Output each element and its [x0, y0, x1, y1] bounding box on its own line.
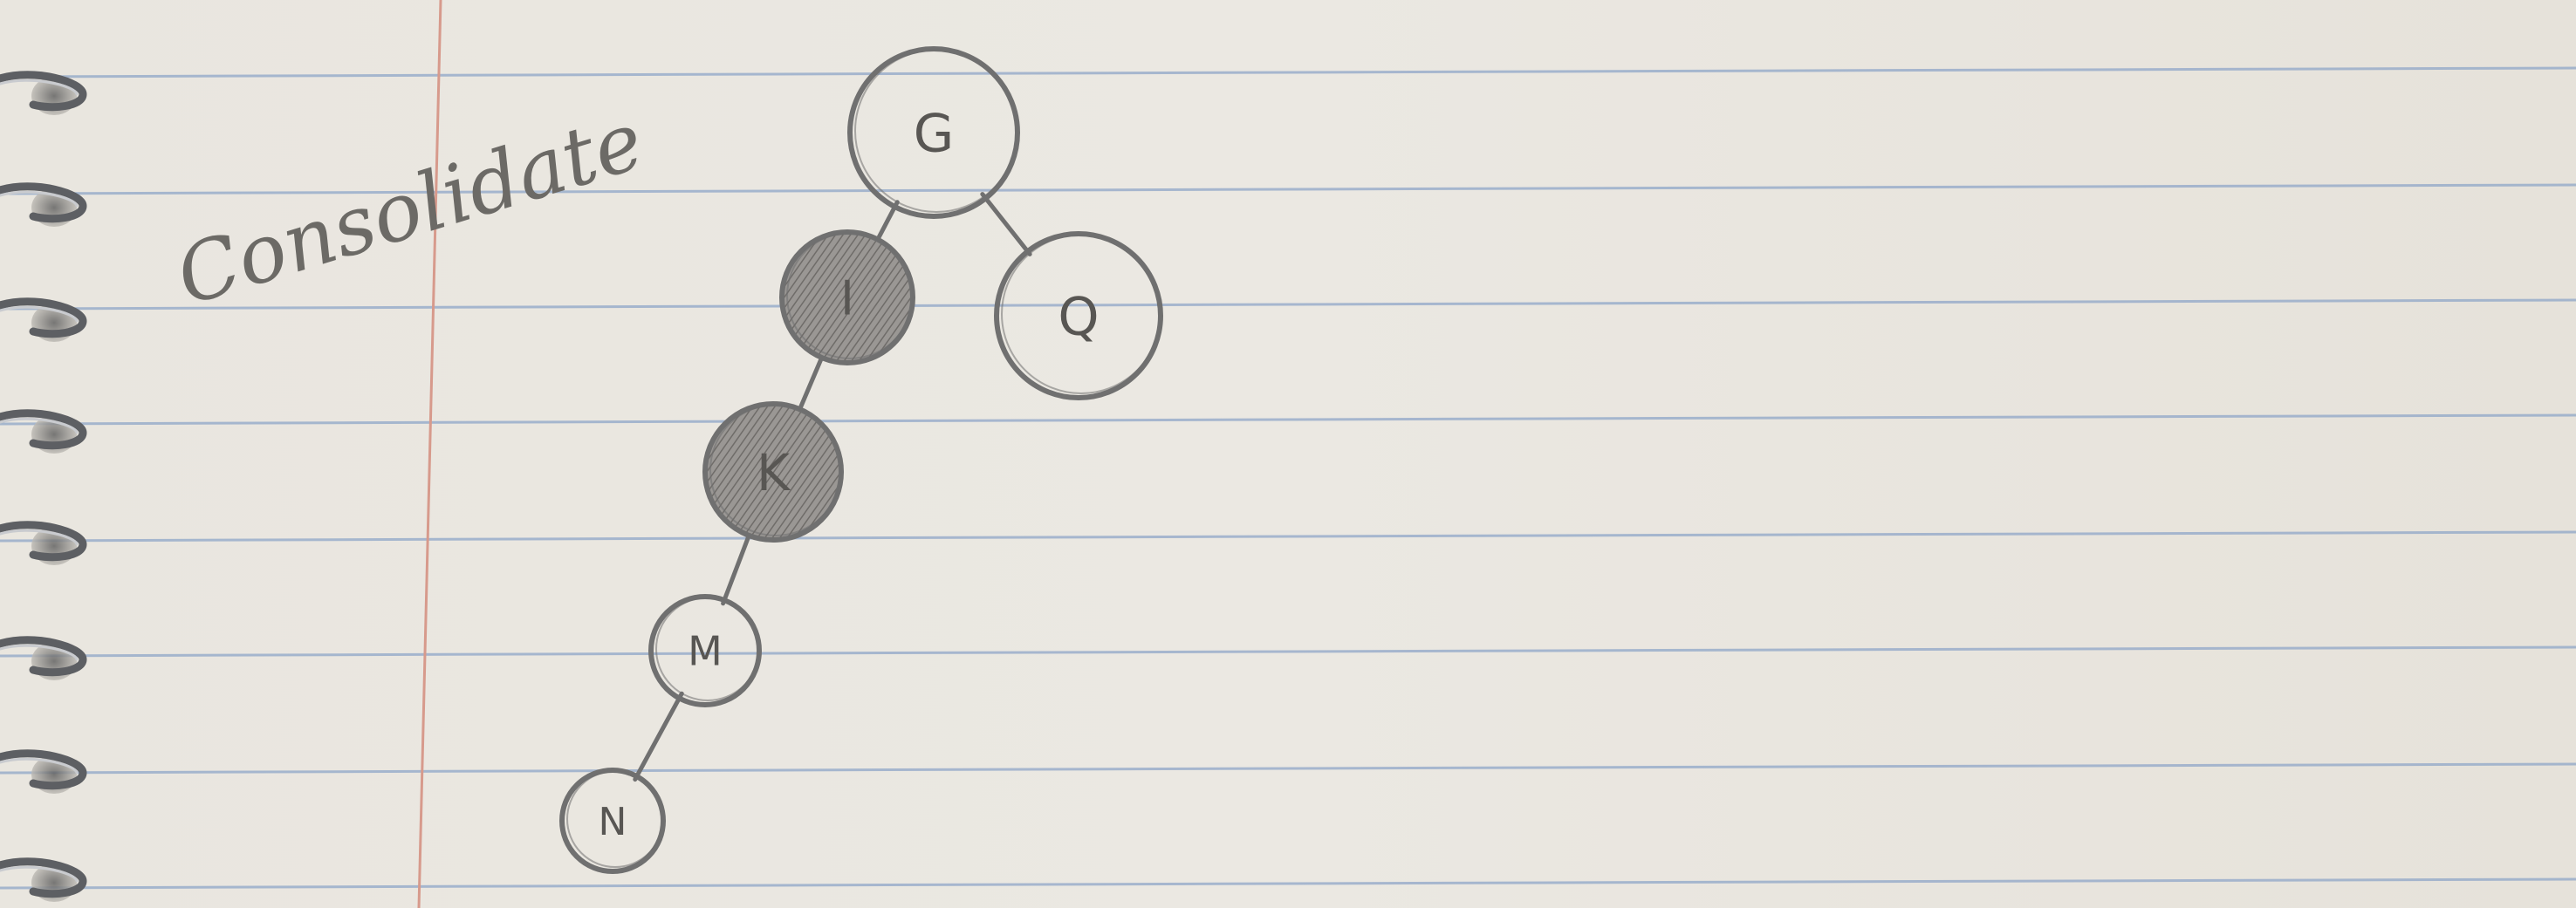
tree-node-label: N — [599, 800, 627, 844]
tree-edge-K-M — [721, 528, 753, 606]
tree-node-M: M — [648, 594, 762, 707]
tree-node-sketch-stroke — [786, 232, 914, 359]
spiral-ring — [0, 749, 87, 794]
tree-node-label: K — [757, 443, 791, 502]
rule-line — [0, 762, 2576, 775]
tree-node-sketch-stroke — [566, 770, 664, 868]
spiral-ring — [0, 636, 87, 680]
tree-node-sketch-stroke — [1001, 234, 1161, 394]
page-heading: Consolidate — [166, 93, 654, 324]
rule-line — [0, 183, 2576, 195]
spiral-ring — [0, 71, 87, 115]
spiral-ring — [0, 182, 87, 227]
rule-line — [0, 877, 2576, 890]
tree-node-Q: Q — [994, 231, 1163, 400]
spiral-ring — [0, 521, 87, 565]
tree-edge-M-N — [633, 691, 684, 782]
margin-line — [417, 0, 442, 908]
spiral-ring — [0, 857, 87, 902]
tree-node-label: Q — [1058, 287, 1099, 348]
tree-node-N: N — [559, 768, 666, 874]
rule-line — [0, 298, 2576, 311]
tree-node-label: M — [688, 628, 723, 675]
spiral-ring — [0, 409, 87, 454]
tree-node-sketch-stroke — [709, 404, 842, 536]
rule-line — [0, 413, 2576, 426]
spiral-ring — [0, 297, 87, 342]
tree-nodes: G I Q K M N — [559, 46, 1163, 874]
spiral-binding — [0, 71, 87, 902]
rule-line — [0, 645, 2576, 658]
rule-line — [0, 66, 2576, 79]
rule-line — [0, 530, 2576, 543]
tree-node-label: G — [914, 104, 955, 165]
tree-node-sketch-stroke — [854, 49, 1018, 213]
tree-node-K: K — [702, 401, 844, 543]
tree-node-I: I — [779, 229, 915, 365]
tree-node-G: G — [847, 46, 1020, 219]
tree-node-sketch-stroke — [655, 597, 760, 701]
tree-edge-G-Q — [980, 192, 1032, 256]
tree-node-label: I — [840, 270, 854, 325]
tree-edge-I-K — [796, 351, 826, 415]
